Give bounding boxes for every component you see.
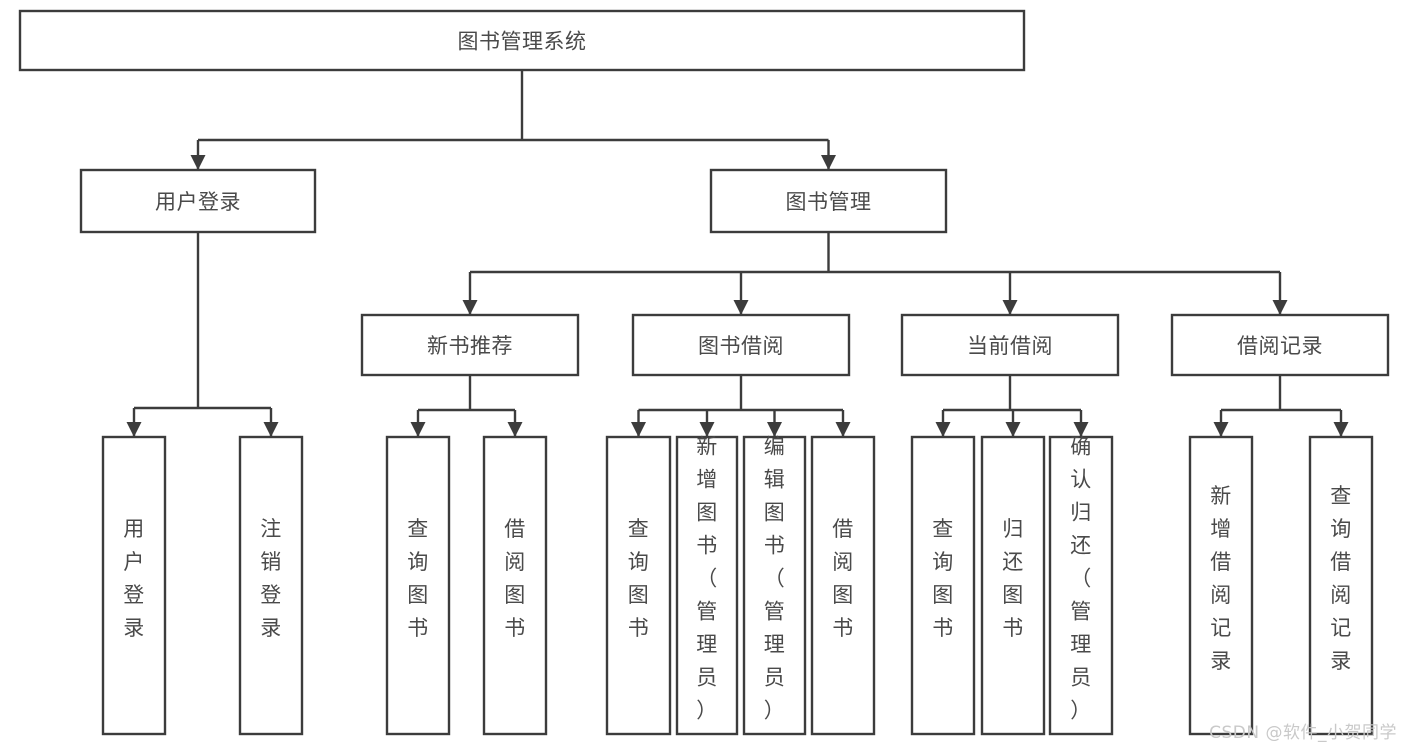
node-借阅图书-leaf-7-box <box>810 435 876 736</box>
node-确认归还管理员-leaf-10-box <box>1048 435 1114 736</box>
node-归还图书-leaf-9-label: 归还图书 <box>1002 517 1024 640</box>
node-用户登录-leaf-0[interactable]: 用户登录 <box>101 435 167 736</box>
node-用户登录-label: 用户登录 <box>155 190 241 214</box>
arrow-head-icon <box>410 422 426 437</box>
node-借阅图书-leaf-7-label: 借阅图书 <box>832 517 854 640</box>
node-注销登录-leaf-1-label: 注销登录 <box>260 517 282 640</box>
node-查询借阅记录-leaf-12[interactable]: 查询借阅记录 <box>1308 435 1374 736</box>
node-图书管理系统[interactable]: 图书管理系统 <box>18 9 1026 72</box>
arrow-head-icon <box>631 422 646 437</box>
node-确认归还管理员-leaf-10-label: 确认归还（管理员） <box>1070 435 1092 723</box>
edges-tushujieyue-to-leaves <box>631 375 851 437</box>
node-查询图书-leaf-8-box <box>910 435 976 736</box>
arrow-head-icon <box>126 422 142 437</box>
node-用户登录-leaf-0-box <box>101 435 167 736</box>
node-借阅图书-leaf-3[interactable]: 借阅图书 <box>482 435 548 736</box>
arrow-head-icon <box>263 422 279 437</box>
arrow-head-icon <box>1073 422 1089 437</box>
node-用户登录-box <box>79 168 317 234</box>
node-查询图书-leaf-2-box <box>385 435 451 736</box>
node-查询图书-leaf-2-label: 查询图书 <box>407 517 429 640</box>
node-归还图书-leaf-9-box <box>980 435 1046 736</box>
node-新增借阅记录-leaf-11-box <box>1188 435 1254 736</box>
node-编辑图书管理员-leaf-6-box <box>742 435 807 736</box>
node-注销登录-leaf-1-box <box>238 435 304 736</box>
node-图书管理系统-box <box>18 9 1026 72</box>
arrow-head-icon <box>1333 422 1349 437</box>
node-图书借阅-box <box>631 313 851 377</box>
node-新增借阅记录-leaf-11[interactable]: 新增借阅记录 <box>1188 435 1254 736</box>
arrow-head-icon <box>821 155 836 170</box>
edges-xinshutuijian-to-leaves <box>410 375 523 437</box>
node-图书借阅-label: 图书借阅 <box>698 334 784 358</box>
node-新书推荐-label: 新书推荐 <box>427 334 513 358</box>
edges-jieyuejilu-to-leaves <box>1213 375 1349 437</box>
node-查询图书-leaf-8[interactable]: 查询图书 <box>910 435 976 736</box>
node-确认归还管理员-leaf-10[interactable]: 确认归还（管理员） <box>1048 435 1114 736</box>
node-借阅图书-leaf-3-label: 借阅图书 <box>504 517 526 640</box>
arrow-head-icon <box>733 300 749 315</box>
arrow-head-icon <box>190 155 206 170</box>
arrow-head-icon <box>935 422 951 437</box>
node-新书推荐-box <box>360 313 580 377</box>
node-借阅图书-leaf-7[interactable]: 借阅图书 <box>810 435 876 736</box>
node-当前借阅-box <box>900 313 1120 377</box>
node-借阅记录[interactable]: 借阅记录 <box>1170 313 1390 377</box>
node-查询图书-leaf-2[interactable]: 查询图书 <box>385 435 451 736</box>
node-图书管理[interactable]: 图书管理 <box>709 168 948 234</box>
node-新增借阅记录-leaf-11-label: 新增借阅记录 <box>1210 484 1232 673</box>
node-查询图书-leaf-8-label: 查询图书 <box>932 517 954 640</box>
node-查询借阅记录-leaf-12-box <box>1308 435 1374 736</box>
edges-root-to-level2 <box>190 70 836 170</box>
edges-yonghudenglu-to-leaves <box>126 232 279 437</box>
node-layer: 图书管理系统用户登录图书管理新书推荐图书借阅当前借阅借阅记录用户登录注销登录查询… <box>18 9 1390 736</box>
node-图书借阅[interactable]: 图书借阅 <box>631 313 851 377</box>
node-编辑图书管理员-leaf-6-label: 编辑图书（管理员） <box>764 435 786 723</box>
node-新增图书管理员-leaf-5-box <box>675 435 739 736</box>
edges-dangqianjieyue-to-leaves <box>935 375 1089 437</box>
csdn-watermark: CSDN @软件_小贺同学 <box>1209 723 1397 743</box>
node-新增图书管理员-leaf-5[interactable]: 新增图书（管理员） <box>675 435 739 736</box>
node-借阅记录-label: 借阅记录 <box>1237 334 1323 358</box>
edges-tushuguanli-to-level3 <box>462 232 1288 315</box>
arrow-head-icon <box>462 300 478 315</box>
node-当前借阅-label: 当前借阅 <box>967 334 1053 358</box>
connector-layer <box>126 70 1349 437</box>
node-图书管理-label: 图书管理 <box>786 190 872 214</box>
node-图书管理系统-label: 图书管理系统 <box>458 30 587 54</box>
node-借阅图书-leaf-3-box <box>482 435 548 736</box>
node-编辑图书管理员-leaf-6[interactable]: 编辑图书（管理员） <box>742 435 807 736</box>
node-注销登录-leaf-1[interactable]: 注销登录 <box>238 435 304 736</box>
node-用户登录[interactable]: 用户登录 <box>79 168 317 234</box>
node-借阅记录-box <box>1170 313 1390 377</box>
arrow-head-icon <box>1005 422 1021 437</box>
node-图书管理-box <box>709 168 948 234</box>
arrow-head-icon <box>1213 422 1229 437</box>
node-查询图书-leaf-4-box <box>605 435 672 736</box>
node-当前借阅[interactable]: 当前借阅 <box>900 313 1120 377</box>
arrow-head-icon <box>1272 300 1288 315</box>
arrow-head-icon <box>1002 300 1018 315</box>
node-查询图书-leaf-4[interactable]: 查询图书 <box>605 435 672 736</box>
node-新书推荐[interactable]: 新书推荐 <box>360 313 580 377</box>
node-用户登录-leaf-0-label: 用户登录 <box>123 517 145 640</box>
node-归还图书-leaf-9[interactable]: 归还图书 <box>980 435 1046 736</box>
arrow-head-icon <box>767 422 782 437</box>
arrow-head-icon <box>699 422 715 437</box>
arrow-head-icon <box>835 422 851 437</box>
node-查询图书-leaf-4-label: 查询图书 <box>628 517 650 640</box>
arrow-head-icon <box>507 422 523 437</box>
node-新增图书管理员-leaf-5-label: 新增图书（管理员） <box>696 435 718 723</box>
node-查询借阅记录-leaf-12-label: 查询借阅记录 <box>1330 484 1352 673</box>
